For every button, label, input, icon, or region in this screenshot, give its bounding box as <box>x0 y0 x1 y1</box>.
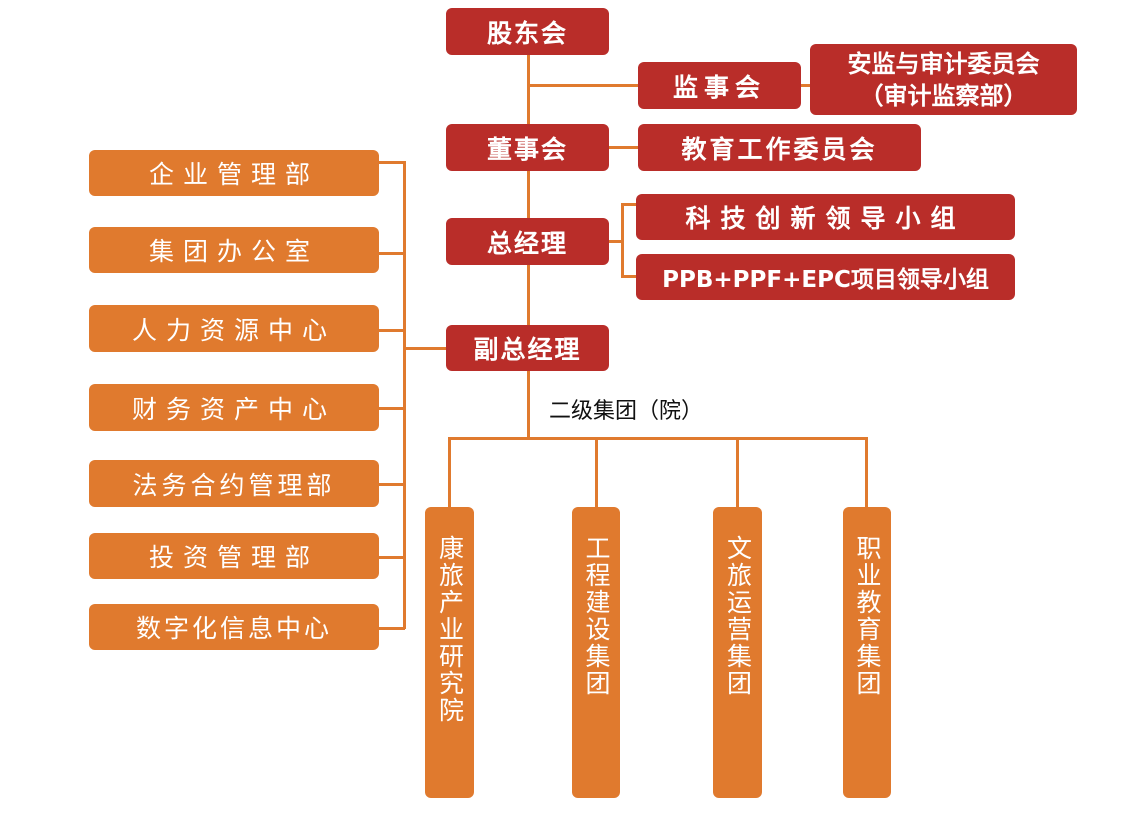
connector <box>379 329 405 332</box>
audit-committee-dept: （审计监察部） <box>859 81 1028 110</box>
ppp-group-box: PPB+PPF+EPC项目领导小组 <box>636 254 1015 300</box>
audit-committee-box: 安监与审计委员会 （审计监察部） <box>810 44 1077 115</box>
connector <box>609 240 623 243</box>
dept-box: 人力资源中心 <box>89 305 379 352</box>
supervisors-box: 监事会 <box>638 62 801 109</box>
connector <box>379 161 405 164</box>
shareholders-box: 股东会 <box>446 8 609 55</box>
subsidiary-box: 康旅产业研究院 <box>425 507 474 798</box>
connector <box>448 437 867 440</box>
connector <box>736 437 739 507</box>
subsidiary-box: 工程建设集团 <box>572 507 620 798</box>
dept-box: 投资管理部 <box>89 533 379 579</box>
dept-box: 集团办公室 <box>89 227 379 273</box>
connector <box>528 84 638 87</box>
connector <box>379 407 405 410</box>
connector <box>801 84 810 87</box>
connector <box>621 203 636 206</box>
gm-box: 总经理 <box>446 218 609 265</box>
tech-group-box: 科技创新领导小组 <box>636 194 1015 240</box>
connector <box>595 437 598 507</box>
connector <box>379 252 405 255</box>
connector <box>621 203 624 278</box>
connector <box>379 483 405 486</box>
connector <box>379 556 405 559</box>
education-committee-box: 教育工作委员会 <box>638 124 921 171</box>
dept-box: 财务资产中心 <box>89 384 379 431</box>
connector <box>403 161 406 629</box>
connector <box>379 627 405 630</box>
deputy-gm-box: 副总经理 <box>446 325 609 371</box>
subsidiary-box: 文旅运营集团 <box>713 507 762 798</box>
dept-box: 法务合约管理部 <box>89 460 379 507</box>
connector <box>404 347 446 350</box>
connector <box>609 146 638 149</box>
board-box: 董事会 <box>446 124 609 171</box>
connector <box>865 437 868 507</box>
dept-box: 企业管理部 <box>89 150 379 196</box>
second-level-label: 二级集团（院） <box>549 399 704 424</box>
connector <box>448 437 451 507</box>
connector <box>621 275 636 278</box>
subsidiary-box: 职业教育集团 <box>843 507 891 798</box>
dept-box: 数字化信息中心 <box>89 604 379 650</box>
audit-committee-name: 安监与审计委员会 <box>847 49 1040 78</box>
